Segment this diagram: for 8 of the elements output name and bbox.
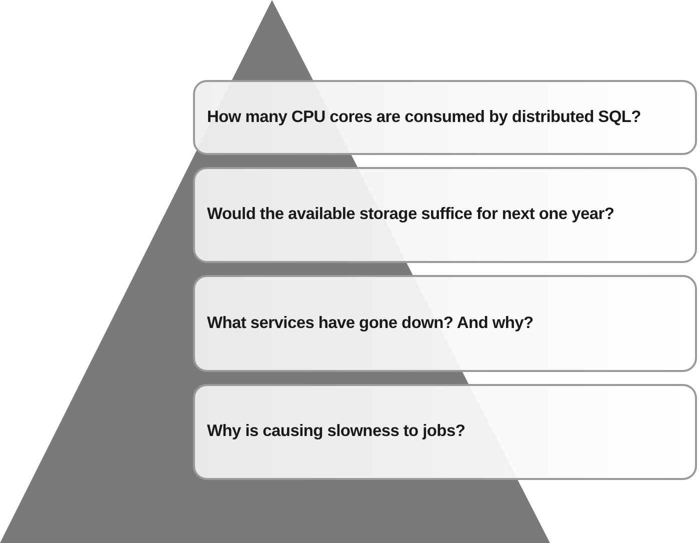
question-text: How many CPU cores are consumed by distributed SQL? [207,106,641,128]
question-box [193,275,697,372]
question-box [193,80,697,155]
question-box [193,384,697,480]
question-text: Why is causing slowness to jobs? [207,421,466,442]
question-text: What services have gone down? And why? [207,312,534,334]
question-text: Would the available storage suffice for next one year? [207,204,614,226]
question-box [193,167,697,263]
